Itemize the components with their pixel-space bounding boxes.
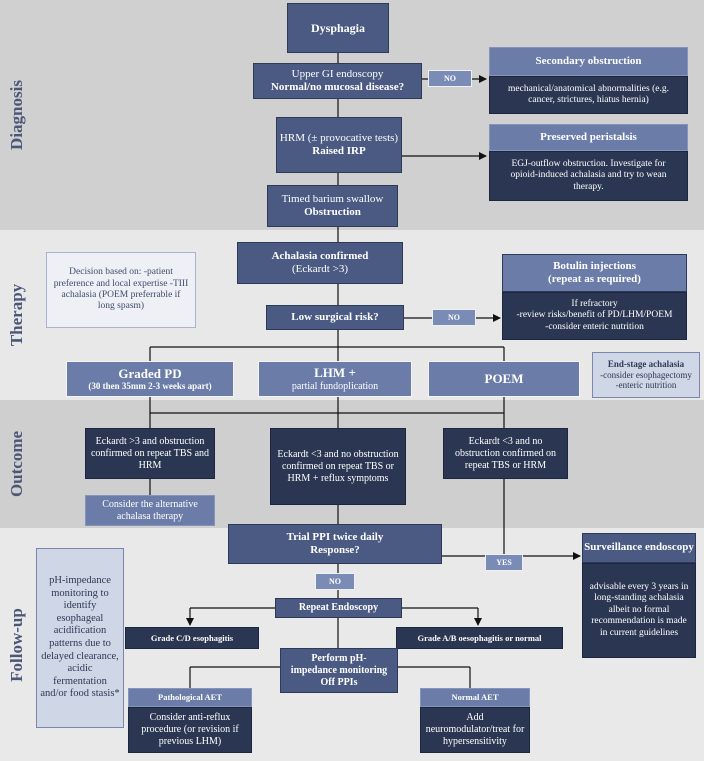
ph-monitor-line2: impedance monitoring (290, 664, 388, 676)
barium-box: Timed barium swallow Obstruction (267, 185, 398, 227)
hrm-line1: HRM (± provocative tests) (279, 131, 399, 144)
ppi-line1: Trial PPI twice daily (286, 530, 384, 543)
ppi-box: Trial PPI twice daily Response? (228, 524, 442, 564)
path-aet-title-box: Pathological AET (128, 688, 252, 707)
therapy-label: Therapy (7, 283, 26, 347)
repeat-endoscopy-box: Repeat Endoscopy (275, 598, 402, 618)
dysphagia-text: Dysphagia (310, 20, 366, 35)
surveillance-text-box: advisable every 3 years in long-standing… (582, 563, 696, 658)
poem-box: POEM (428, 361, 580, 397)
ph-monitor-line1: Perform pH- (311, 652, 367, 664)
lhm-line2: partial fundoplication (291, 380, 379, 392)
barium-line1: Timed barium swallow (281, 192, 384, 205)
lowrisk-box: Low surgical risk? (266, 305, 404, 330)
secondary-text-box: mechanical/anatomical abnormalities (e.g… (489, 76, 688, 114)
surveillance-title-box: Surveillance endoscopy (582, 533, 696, 563)
lhm-line1: LHM + (314, 365, 356, 381)
hrm-line2: Raised IRP (312, 145, 366, 157)
endoscopy-line1: Upper GI endoscopy (291, 67, 384, 80)
endstage-line2: -enteric nutrition (615, 380, 677, 391)
hrm-box: HRM (± provocative tests) Raised IRP (276, 117, 402, 173)
dysphagia-box: Dysphagia (287, 3, 389, 53)
grade-ab-box: Grade A/B oesophagitis or normal (396, 627, 563, 649)
endoscopy-line2: Normal/no mucosal disease? (270, 81, 405, 93)
secondary-title-box: Secondary obstruction (489, 47, 688, 76)
normal-aet-text-box: Add neuromodulator/treat for hypersensit… (420, 707, 530, 753)
followup-label: Follow-up (7, 607, 26, 682)
normal-aet-title-box: Normal AET (420, 688, 530, 707)
outcome-label: Outcome (7, 430, 26, 498)
eckardt-high-box: Eckardt >3 and obstruction confirmed on … (85, 428, 215, 479)
decision-box: Decision based on: -patient preference a… (46, 252, 196, 328)
botulin-text-line3: -consider enteric nutrition (545, 321, 644, 332)
ppi-line2: Response? (310, 544, 360, 556)
lhm-box: LHM + partial fundoplication (258, 361, 412, 397)
eckardt-reflux-box: Eckardt <3 and no obstruction confirmed … (270, 428, 406, 505)
alternative-box: Consider the alternative achalasa therap… (85, 495, 215, 526)
botulin-line2: (repeat as required) (548, 273, 641, 285)
botulin-title-box: Botulin injections (repeat as required) (502, 254, 687, 292)
preserved-text-box: EGJ-outflow obstruction. Investigate for… (489, 151, 688, 201)
botulin-text-line2: -review risks/benefit of PD/LHM/POEM (516, 310, 673, 321)
graded-pd-line2: (30 then 35mm 2-3 weeks apart) (88, 381, 212, 392)
ppi-no-tag: NO (315, 573, 355, 590)
barium-line2: Obstruction (304, 206, 361, 218)
achalasia-line1: Achalasia confirmed (271, 249, 369, 262)
ph-side-box: pH-impedance monitoring to identify esop… (36, 548, 124, 728)
botulin-line1: Botulin injections (553, 259, 636, 272)
path-aet-text-box: Consider anti-reflux procedure (or revis… (128, 707, 252, 753)
endstage-box: End-stage achalasia -consider esophagect… (592, 352, 700, 398)
lowrisk-no-tag: NO (432, 309, 476, 326)
preserved-title-box: Preserved peristalsis (489, 124, 688, 151)
ph-monitor-line3: Off PPIs (320, 676, 358, 688)
eckardt-low-box: Eckardt <3 and no obstruction confirmed … (443, 428, 568, 479)
ppi-yes-tag: YES (485, 554, 523, 571)
endoscopy-box: Upper GI endoscopy Normal/no mucosal dis… (253, 63, 422, 99)
endstage-line1: -consider esophagectomy (600, 369, 692, 380)
botulin-text-box: If refractory -review risks/benefit of P… (502, 292, 687, 340)
graded-pd-box: Graded PD (30 then 35mm 2-3 weeks apart) (66, 361, 234, 397)
achalasia-box: Achalasia confirmed (Eckardt >3) (237, 242, 403, 284)
endstage-title: End-stage achalasia (607, 358, 685, 369)
diagnosis-label: Diagnosis (7, 80, 27, 150)
botulin-text-line1: If refractory (571, 298, 618, 309)
achalasia-line2: (Eckardt >3) (292, 263, 348, 275)
endoscopy-no-tag: NO (428, 70, 472, 87)
ph-monitor-box: Perform pH- impedance monitoring Off PPI… (280, 648, 398, 693)
grade-cd-box: Grade C/D esophagitis (125, 627, 259, 649)
graded-pd-line1: Graded PD (118, 365, 182, 381)
